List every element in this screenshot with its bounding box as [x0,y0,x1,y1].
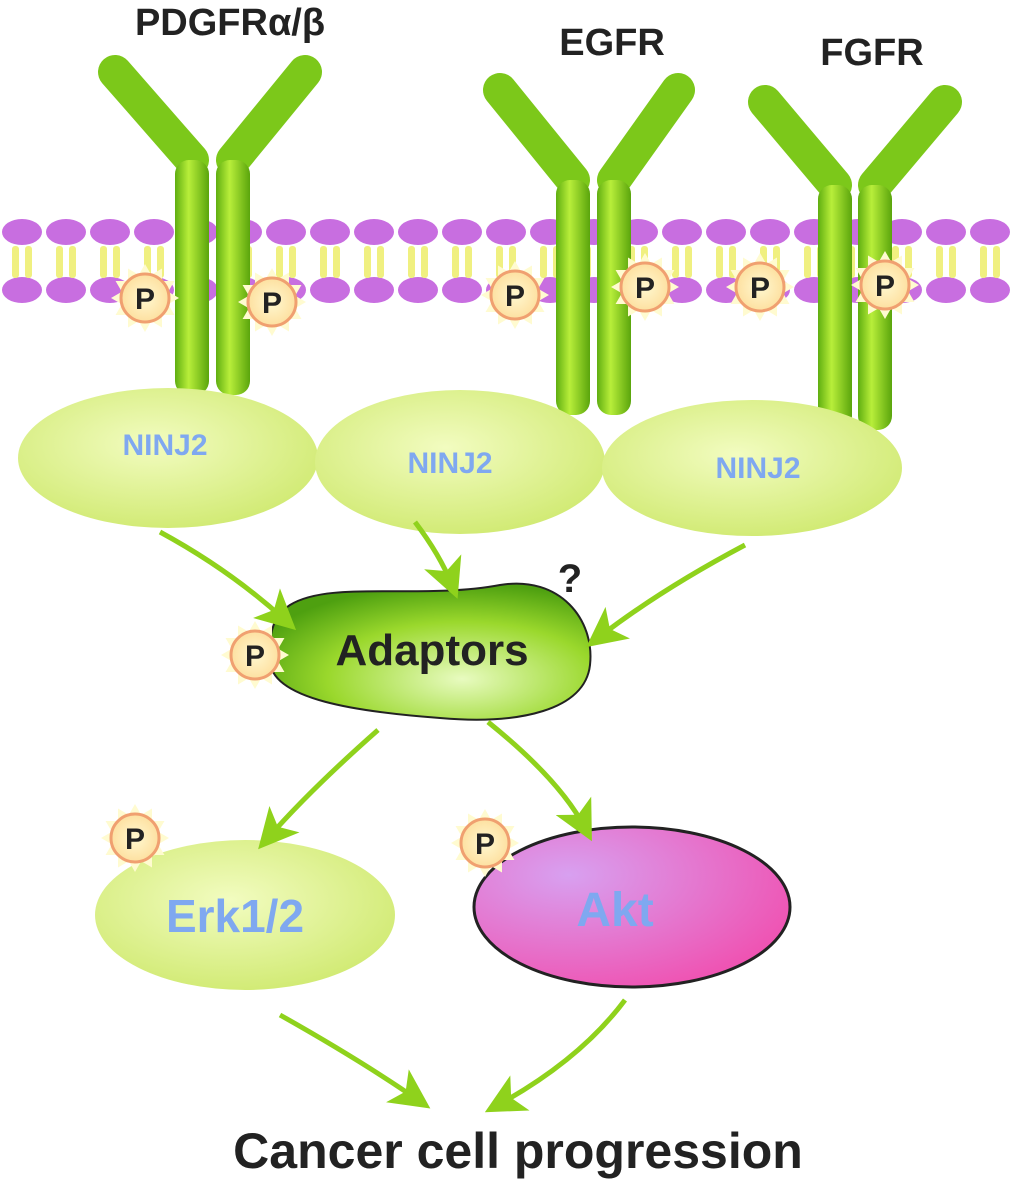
receptor-egfr [483,73,695,415]
arrow-adaptors-erk [258,728,380,850]
arrows [158,520,747,1113]
lipid-tail [729,246,736,278]
lipid-tail [276,246,283,278]
svg-text:P: P [262,287,282,320]
arrow-adaptors-akt [486,720,592,842]
lipid-tail [465,246,472,278]
lipid-tail [716,246,723,278]
ninj2-label-3: NINJ2 [715,452,800,485]
svg-text:P: P [505,280,525,313]
lipid-head [266,219,306,245]
lipid-head [970,277,1010,303]
arrow-ninj2-adaptors [413,520,462,599]
lipid-tail [56,246,63,278]
phospho-p-icon: P [221,621,289,689]
phospho-p-icon: P [111,264,179,332]
phospho-p-icon: P [101,804,169,872]
lipid-head [486,219,526,245]
label-egfr: EGFR [559,22,665,64]
phospho-p-icon: P [238,268,306,336]
lipid-head [662,219,702,245]
receptor-pdgfr [98,55,322,395]
svg-text:P: P [135,283,155,316]
lipid-tail [333,246,340,278]
lipid-head [134,219,174,245]
lipid-tail [100,246,107,278]
svg-text:P: P [750,272,770,305]
phospho-sites-cytoplasm: P P P [101,621,519,877]
lipid-tail [936,246,943,278]
lipid-head [398,219,438,245]
lipid-tail [540,246,547,278]
svg-text:P: P [245,640,265,673]
svg-text:P: P [125,823,145,856]
lipid-head [310,219,350,245]
lipid-head [310,277,350,303]
akt-node [472,825,792,989]
lipid-head [442,277,482,303]
lipid-tail [25,246,32,278]
phospho-p-icon: P [481,261,549,329]
ninj2-node-2 [315,390,605,534]
lipid-tail [12,246,19,278]
lipid-head [46,219,86,245]
lipid-tail [320,246,327,278]
arrow-ninj1-adaptors [158,529,297,631]
arrow-erk-outcome [278,1012,431,1109]
arrow-akt-outcome [484,998,627,1113]
lipid-head [354,277,394,303]
adaptors-label: Adaptors [335,626,528,675]
lipid-head [926,219,966,245]
lipid-tail [364,246,371,278]
question-mark: ? [558,557,582,601]
lipid-head [2,277,42,303]
lipid-tail [993,246,1000,278]
lipid-tail [980,246,987,278]
outcome-label: Cancer cell progression [233,1123,803,1179]
lipid-tail [157,246,164,278]
lipid-head [442,219,482,245]
lipid-tail [672,246,679,278]
lipid-head [750,219,790,245]
lipid-head [2,219,42,245]
receptors [98,55,962,430]
lipid-head [706,219,746,245]
lipid-tail [408,246,415,278]
lipid-head [926,277,966,303]
lipid-head [970,219,1010,245]
lipid-tail [685,246,692,278]
lipid-tail [949,246,956,278]
lipid-head [90,219,130,245]
lipid-head [398,277,438,303]
erk-node [95,840,395,990]
label-pdgfr: PDGFRα/β [135,2,325,44]
lipid-tail [113,246,120,278]
lipid-head [354,219,394,245]
lipid-tail [377,246,384,278]
ninj2-node-3 [602,400,902,536]
ninj2-label-1: NINJ2 [122,429,207,462]
svg-text:P: P [475,828,495,861]
arrow-ninj3-adaptors [586,542,747,648]
lipid-tail [421,246,428,278]
lipid-tail [289,246,296,278]
phospho-p-icon: P [451,809,519,877]
akt-label: Akt [576,884,653,937]
lipid-head [46,277,86,303]
ninj2-label-2: NINJ2 [407,447,492,480]
phospho-p-icon: P [726,253,794,321]
receptor-fgfr [748,85,962,430]
phospho-p-icon: P [851,251,919,319]
lipid-tail [69,246,76,278]
erk-label: Erk1/2 [166,890,304,942]
svg-text:P: P [635,272,655,305]
lipid-tail [452,246,459,278]
svg-text:P: P [875,270,895,303]
phospho-p-icon: P [611,253,679,321]
ninj2-node-1 [18,388,318,528]
lipid-tail [804,246,811,278]
label-fgfr: FGFR [820,32,923,74]
